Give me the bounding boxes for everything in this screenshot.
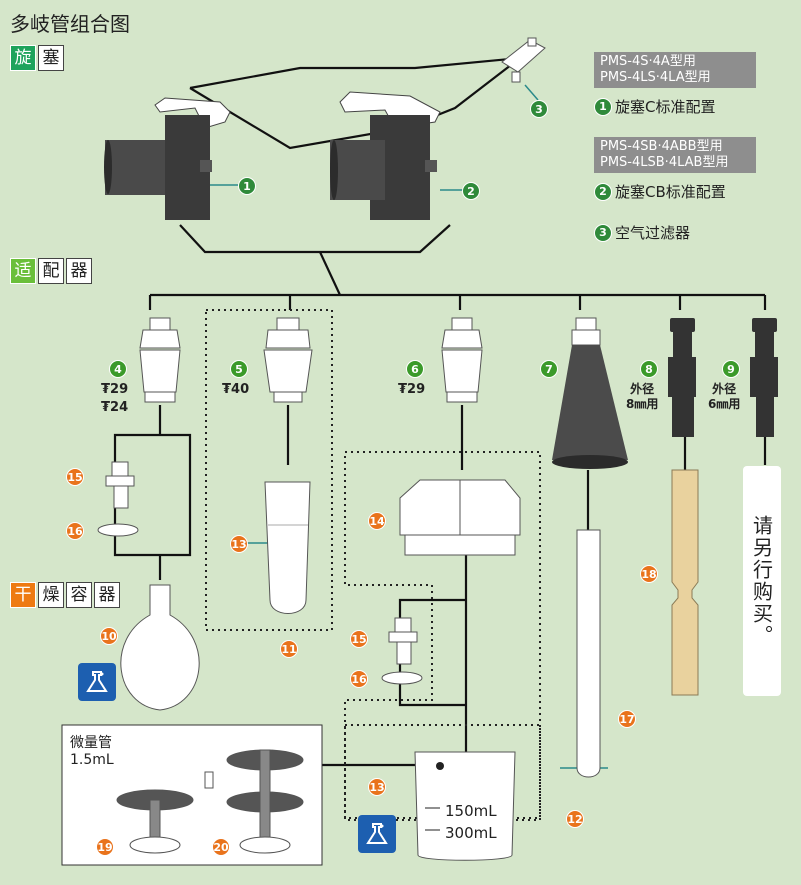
- badge-2: 2: [594, 182, 612, 201]
- adapter-4: [139, 317, 181, 403]
- badge-5: 5: [230, 360, 248, 378]
- section-char: 器: [66, 258, 92, 284]
- joint-size-4a: ₮29: [101, 382, 129, 397]
- beaker-volumes: 150mL 300mL: [445, 800, 497, 844]
- stopcock-2: [330, 91, 441, 220]
- model-text: PMS-4LSB·4LAB型用: [600, 155, 729, 170]
- badge-6: 6: [406, 360, 424, 378]
- model-text: PMS-4LS·4LA型用: [600, 70, 711, 85]
- badge-4: 4: [109, 360, 127, 378]
- section-char: 塞: [38, 45, 64, 71]
- joint-15: [105, 461, 135, 509]
- microtube-name: 微量管: [70, 735, 112, 751]
- note-3: 3 空气过滤器: [594, 222, 690, 243]
- section-char: 干: [10, 582, 36, 608]
- tube-13: [264, 481, 311, 614]
- badge-15-lower: 15: [350, 630, 368, 648]
- joint-15-lower: [388, 617, 418, 665]
- buy-separately-note: 请另行购买。: [743, 466, 781, 696]
- od-label: 外径: [712, 382, 737, 396]
- microtube-volume: 1.5mL: [70, 752, 114, 768]
- stopcock-1: [104, 97, 231, 220]
- badge-stopcock-1: 1: [238, 177, 256, 195]
- section-char: 适: [10, 258, 36, 284]
- model-box-1: PMS-4S·4A型用 PMS-4LS·4LA型用: [594, 52, 756, 88]
- section-adapter: 适 配 器: [10, 258, 92, 284]
- model-text: PMS-4SB·4ABB型用: [600, 139, 723, 154]
- outer-diameter-8: 外径 8㎜用: [626, 382, 658, 412]
- microtube-label: 微量管 1.5mL: [70, 735, 114, 769]
- note-text: 空气过滤器: [615, 224, 691, 242]
- beaker-13: [414, 751, 516, 861]
- badge-16: 16: [66, 522, 84, 540]
- badge-14: 14: [368, 512, 386, 530]
- outer-diameter-9: 外径 6㎜用: [708, 382, 740, 412]
- badge-3: 3: [594, 223, 612, 242]
- microtube-icon: [204, 771, 214, 789]
- rack-20: [226, 749, 304, 854]
- volume-300: 300mL: [445, 824, 497, 842]
- badge-8: 8: [640, 360, 658, 378]
- dishwasher-safe-icon: [78, 663, 116, 701]
- badge-7: 7: [540, 360, 558, 378]
- section-dryer: 干 燥 容 器: [10, 582, 120, 608]
- section-char: 器: [94, 582, 120, 608]
- badge-10: 10: [100, 627, 118, 645]
- gasket-16: [97, 523, 139, 537]
- section-char: 容: [66, 582, 92, 608]
- note-1: 1 旋塞C标准配置: [594, 96, 715, 117]
- badge-18: 18: [640, 565, 658, 583]
- volume-150: 150mL: [445, 802, 497, 820]
- badge-20: 20: [212, 838, 230, 856]
- badge-16-lower: 16: [350, 670, 368, 688]
- joint-size-5: ₮40: [222, 382, 250, 397]
- adapter-9: [750, 318, 778, 437]
- section-char: 旋: [10, 45, 36, 71]
- rack-19: [116, 789, 194, 854]
- badge-13: 13: [230, 535, 248, 553]
- badge-15: 15: [66, 468, 84, 486]
- model-box-2: PMS-4SB·4ABB型用 PMS-4LSB·4LAB型用: [594, 137, 756, 173]
- badge-stopcock-2: 2: [462, 182, 480, 200]
- od-label: 外径: [630, 382, 655, 396]
- od-value: 6㎜用: [708, 397, 741, 411]
- air-filter: [501, 37, 546, 83]
- section-char: 燥: [38, 582, 64, 608]
- badge-19: 19: [96, 838, 114, 856]
- page-title: 多岐管组合图: [10, 12, 130, 36]
- badge-11: 11: [280, 640, 298, 658]
- badge-9: 9: [722, 360, 740, 378]
- test-tube-17: [576, 529, 601, 778]
- note-2: 2 旋塞CB标准配置: [594, 181, 726, 202]
- badge-17: 17: [618, 710, 636, 728]
- badge-12: 12: [566, 810, 584, 828]
- tube-18: [671, 469, 699, 696]
- note-text: 旋塞CB标准配置: [615, 183, 726, 201]
- od-value: 8㎜用: [626, 397, 659, 411]
- badge-1: 1: [594, 97, 612, 116]
- adapter-7: [552, 317, 628, 469]
- badge-air-filter: 3: [530, 100, 548, 118]
- note-text: 旋塞C标准配置: [615, 98, 716, 116]
- section-char: 配: [38, 258, 64, 284]
- cap-14: [399, 479, 521, 556]
- adapter-5: [263, 317, 313, 403]
- adapter-6: [441, 317, 483, 403]
- dishwasher-safe-icon-2: [358, 815, 396, 853]
- gasket-16-lower: [381, 671, 423, 685]
- badge-13-beaker: 13: [368, 778, 386, 796]
- section-stopcock: 旋 塞: [10, 45, 64, 71]
- adapter-8: [668, 318, 696, 437]
- model-text: PMS-4S·4A型用: [600, 54, 696, 69]
- flask-10: [120, 584, 200, 711]
- joint-size-4b: ₮24: [101, 400, 129, 415]
- joint-size-6: ₮29: [398, 382, 426, 397]
